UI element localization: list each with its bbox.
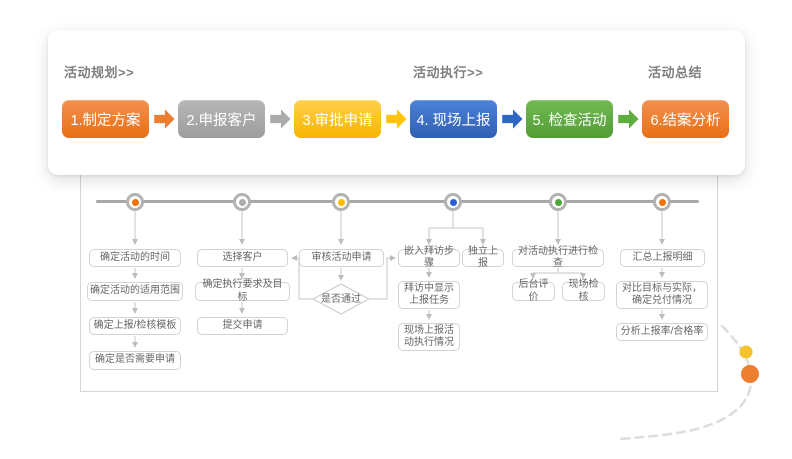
arrow-right-icon xyxy=(618,109,639,129)
flow-box: 确定活动的适用范围 xyxy=(87,282,183,301)
timeline-line xyxy=(96,200,699,203)
node-dot-green xyxy=(554,198,562,206)
flow-box: 确定是否需要申请 xyxy=(89,351,181,370)
phase-label-summary: 活动总结 xyxy=(648,65,703,80)
node-dot-orange xyxy=(658,198,666,206)
flow-box: 现场上报活动执行情况 xyxy=(398,323,460,351)
orange-dot xyxy=(741,365,759,383)
arrow-right-icon xyxy=(502,109,523,129)
flow-box: 独立上报 xyxy=(462,246,504,269)
yellow-dot xyxy=(739,345,753,359)
flow-box: 对比目标与实际，确定兑付情况 xyxy=(616,281,708,309)
phase-label-execution: 活动执行>> xyxy=(413,65,484,80)
decision-diamond-label: 是否通过 xyxy=(321,294,361,305)
steps-row: 1.制定方案 2.申报客户 3.审批申请 4. 现场上报 5. 检查活动 6.结… xyxy=(62,100,729,138)
step-box-4: 4. 现场上报 xyxy=(410,100,497,138)
timeline-node-1 xyxy=(126,193,144,211)
arrow-right-icon xyxy=(386,109,407,129)
timeline-node-6 xyxy=(653,193,671,211)
flow-box: 审核活动申请 xyxy=(299,249,384,267)
arrow-right-icon xyxy=(154,109,175,129)
step-box-2: 2.申报客户 xyxy=(178,100,265,138)
flow-box: 分析上报率/合格率 xyxy=(616,323,708,341)
detail-flow-panel: 确定活动的时间 确定活动的适用范围 确定上报/检核模板 确定是否需要申请 选择客… xyxy=(80,172,718,392)
flow-box: 选择客户 xyxy=(197,249,288,267)
timeline-node-5 xyxy=(549,193,567,211)
step-box-1: 1.制定方案 xyxy=(62,100,149,138)
node-dot-blue xyxy=(449,198,457,206)
arrow-right-icon xyxy=(270,109,291,129)
step-box-3: 3.审批申请 xyxy=(294,100,381,138)
phase-label-planning: 活动规划>> xyxy=(64,65,135,80)
step-box-6: 6.结案分析 xyxy=(642,100,729,138)
node-dot-yellow xyxy=(337,198,345,206)
flow-box: 提交申请 xyxy=(197,317,288,335)
process-overview-card: 活动规划>> 活动执行>> 活动总结 1.制定方案 2.申报客户 3.审批申请 … xyxy=(48,30,745,175)
timeline-node-4 xyxy=(444,193,462,211)
flow-box: 嵌入拜访步骤 xyxy=(398,246,460,269)
flow-connectors xyxy=(132,211,665,348)
flow-box: 拜访中显示上报任务 xyxy=(398,281,460,309)
timeline-node-3 xyxy=(332,193,350,211)
flow-box: 确定上报/检核模板 xyxy=(89,317,181,335)
node-dot-orange xyxy=(131,198,139,206)
flow-box: 对活动执行进行检查 xyxy=(512,246,604,269)
flow-box: 后台评价 xyxy=(512,279,555,303)
flow-box: 现场检核 xyxy=(562,279,605,303)
timeline-node-2 xyxy=(233,193,251,211)
flow-box: 确定执行要求及目标 xyxy=(195,279,290,303)
step-box-5: 5. 检查活动 xyxy=(526,100,613,138)
flow-box: 确定活动的时间 xyxy=(89,249,181,267)
flow-box: 汇总上报明细 xyxy=(620,249,705,267)
node-dot-gray xyxy=(238,198,246,206)
